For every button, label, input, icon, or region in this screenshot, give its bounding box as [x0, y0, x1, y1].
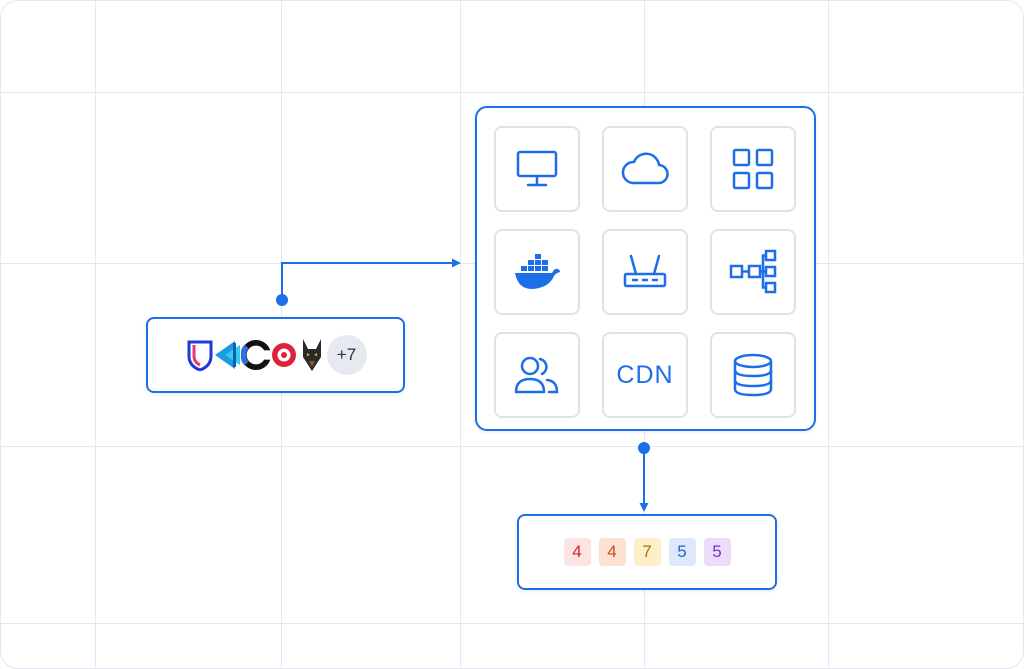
severity-count-critical: 4: [563, 538, 591, 566]
resource-tile-monitor[interactable]: [494, 126, 580, 212]
severity-count-high: 4: [598, 538, 626, 566]
resource-tile-apps[interactable]: [710, 126, 796, 212]
router-icon: [623, 254, 667, 288]
grid-line: [460, 1, 461, 668]
severity-count-low: 5: [668, 538, 696, 566]
resource-tile-cloud[interactable]: [602, 126, 688, 212]
connector-resources-to-findings: [638, 442, 650, 512]
integration-logos: +7: [185, 335, 367, 375]
circle-logo-icon: [269, 335, 299, 375]
severity-count-medium: 7: [633, 538, 661, 566]
triangle-logo-icon: [213, 335, 243, 375]
docker-icon: [515, 254, 560, 289]
grid-line: [95, 1, 96, 668]
database-icon: [733, 353, 773, 397]
severity-count-info: 5: [703, 538, 731, 566]
users-icon: [514, 356, 559, 394]
resource-tile-docker[interactable]: [494, 229, 580, 315]
grid-line: [828, 1, 829, 668]
connector-dot[interactable]: [276, 294, 288, 306]
resource-tile-router[interactable]: [602, 229, 688, 315]
resources-node[interactable]: CDN: [475, 106, 816, 431]
network-tree-icon: [729, 249, 777, 294]
grid-apps-icon: [732, 148, 774, 190]
grid-line: [1, 92, 1023, 93]
grid-line: [1, 446, 1023, 447]
ring-logo-icon: [240, 335, 271, 375]
findings-node[interactable]: 4 4 7 5 5: [517, 514, 777, 590]
resource-grid: CDN: [494, 126, 796, 418]
resource-tile-cdn[interactable]: CDN: [602, 332, 688, 418]
integrations-node[interactable]: +7: [146, 317, 405, 393]
monitor-icon: [516, 150, 558, 187]
doberman-logo-icon: [297, 335, 327, 375]
resource-tile-users[interactable]: [494, 332, 580, 418]
resource-tile-network[interactable]: [710, 229, 796, 315]
cloud-icon: [621, 152, 669, 185]
connector-tools-to-resources: [276, 258, 461, 306]
connector-dot[interactable]: [638, 442, 650, 454]
more-integrations-badge[interactable]: +7: [326, 335, 367, 375]
shield-logo-icon: [185, 335, 215, 375]
resource-tile-database[interactable]: [710, 332, 796, 418]
cdn-icon: CDN: [616, 360, 674, 389]
grid-line: [1, 623, 1023, 624]
